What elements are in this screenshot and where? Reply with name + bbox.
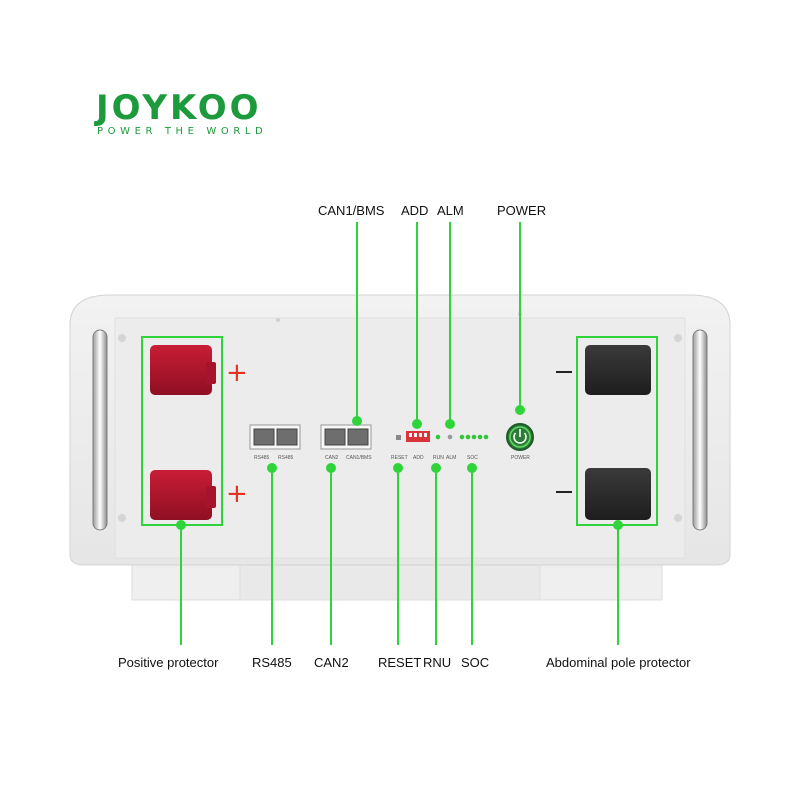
panel-label-rs485-left: RS485: [254, 455, 270, 461]
label-can1-bms: CAN1/BMS: [318, 203, 385, 218]
callout-dot: [467, 463, 477, 473]
rs485-port-left: [253, 428, 275, 446]
label-power: POWER: [497, 203, 547, 218]
callout-dot: [515, 405, 525, 415]
callout-dot: [412, 419, 422, 429]
panel-label-reset: RESET: [391, 455, 408, 461]
dip-switch: [406, 431, 430, 442]
alm-led: [447, 434, 453, 440]
screw-icon: [276, 318, 280, 322]
panel-label-add: ADD: [413, 455, 424, 461]
screw-icon: [118, 514, 126, 522]
screw-icon: [118, 334, 126, 342]
soc-led: [483, 434, 489, 440]
positive-terminal-bottom-latch: [206, 486, 216, 508]
dip-switch-key: [414, 433, 417, 437]
panel-label-power: POWER: [511, 455, 530, 461]
panel-label-can1-bms: CAN1/BMS: [346, 455, 372, 461]
label-reset: RESET: [378, 655, 422, 670]
callout-dot: [445, 419, 455, 429]
callout-dot: [431, 463, 441, 473]
reset-button: [396, 435, 401, 440]
panel-label-soc: SOC: [467, 455, 478, 461]
brand-logo: JOYKOO: [96, 88, 262, 128]
label-add: ADD: [401, 203, 429, 218]
brand-tagline: POWER THE WORLD: [97, 126, 268, 137]
label-can2: CAN2: [314, 655, 349, 670]
label-rs485: RS485: [252, 655, 292, 670]
label-alm: ALM: [437, 203, 464, 218]
panel-label-rs485-right: RS485: [278, 455, 294, 461]
positive-terminal-top: [150, 345, 212, 395]
dip-switch-key: [409, 433, 412, 437]
panel-label-run: RUN: [433, 455, 444, 461]
plus-sign-icon: +: [226, 358, 248, 388]
base-slot: [239, 559, 541, 601]
brand-name: JOYKOO: [96, 88, 262, 128]
label-positive-protector: Positive protector: [118, 655, 219, 670]
label-soc: SOC: [461, 655, 490, 670]
callout-dot: [613, 520, 623, 530]
callout-dot: [352, 416, 362, 426]
power-icon: [513, 432, 527, 444]
power-button-ring: [509, 426, 531, 448]
negative-terminal-bottom: [585, 468, 651, 520]
screw-icon: [674, 334, 682, 342]
callout-dot: [267, 463, 277, 473]
can1-bms-port: [347, 428, 369, 446]
soc-led: [471, 434, 477, 440]
rs485-port-right: [276, 428, 298, 446]
run-led: [435, 434, 441, 440]
screw-icon: [674, 514, 682, 522]
callout-dot: [176, 520, 186, 530]
callout-dot: [393, 463, 403, 473]
right-handle: [692, 329, 708, 531]
label-rnu: RNU: [423, 655, 452, 670]
soc-led: [459, 434, 465, 440]
soc-led: [477, 434, 483, 440]
soc-led: [465, 434, 471, 440]
left-handle: [92, 329, 108, 531]
positive-terminal-top-latch: [206, 362, 216, 384]
callout-dot: [326, 463, 336, 473]
can2-port: [324, 428, 346, 446]
panel-label-can2: CAN2: [325, 455, 339, 461]
positive-terminal-bottom: [150, 470, 212, 520]
plus-sign-icon: +: [226, 479, 248, 509]
negative-terminal-top: [585, 345, 651, 395]
panel-label-alm: ALM: [446, 455, 456, 461]
label-abdominal-pole-protector: Abdominal pole protector: [546, 655, 691, 670]
dip-switch-key: [419, 433, 422, 437]
dip-switch-key: [424, 433, 427, 437]
